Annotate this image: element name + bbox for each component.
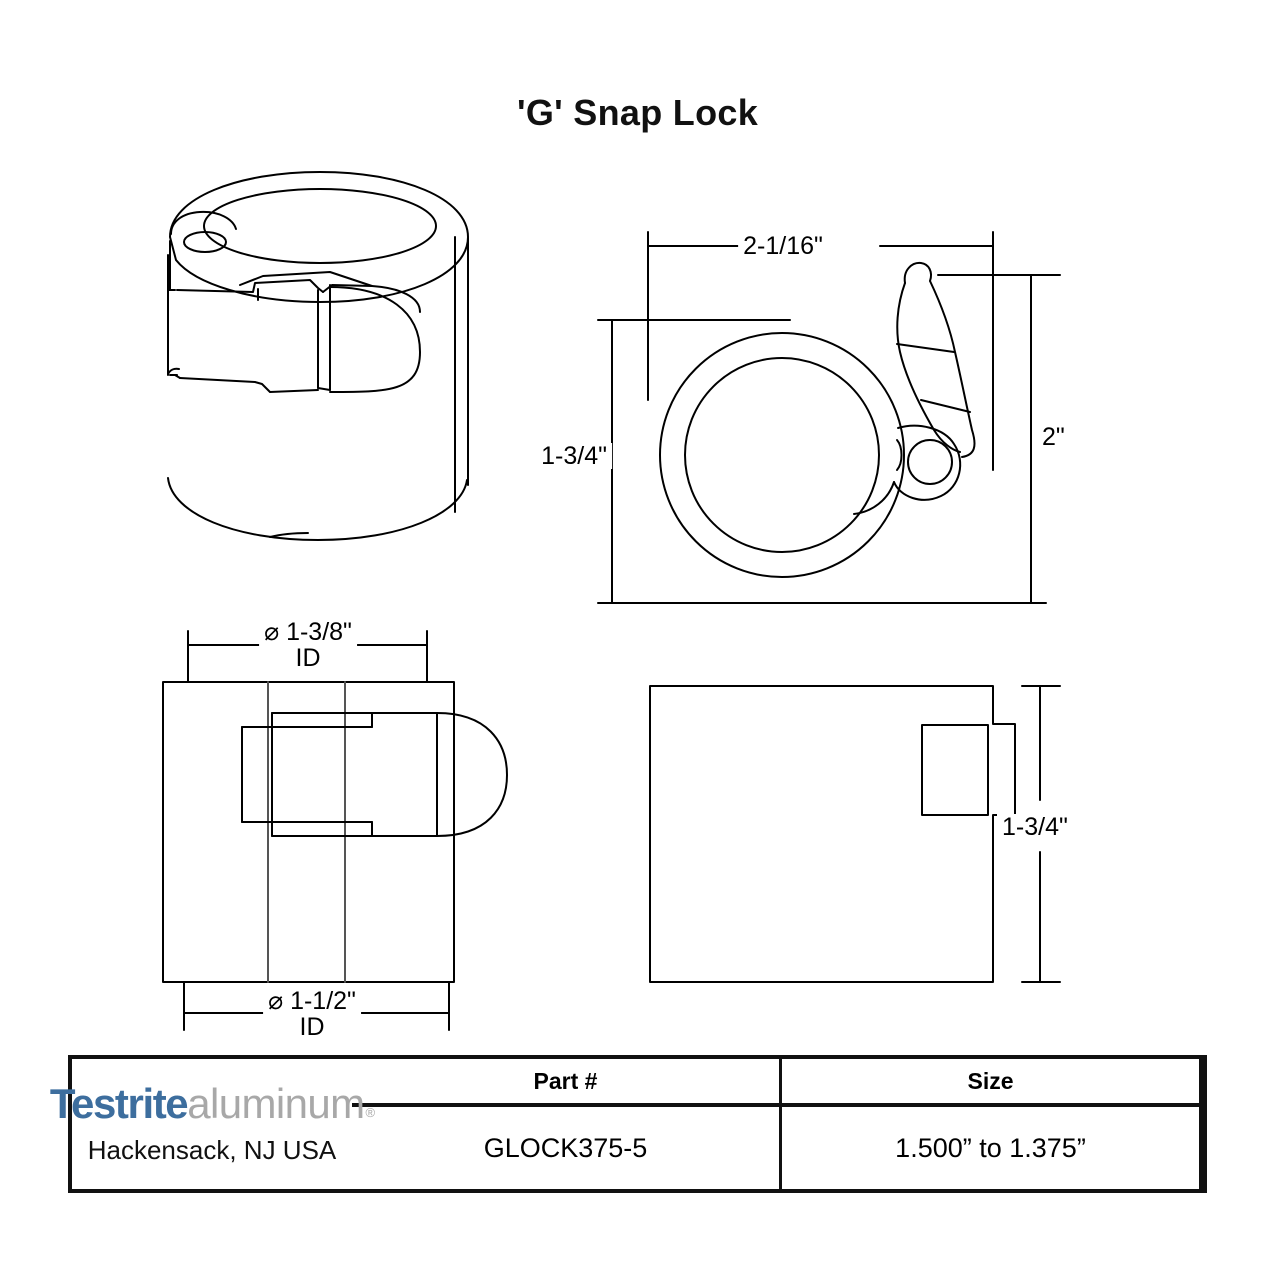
brand-cell: Testrite aluminum ® Hackensack, NJ USA bbox=[50, 1059, 375, 1189]
side-view-dimensions bbox=[1021, 685, 1061, 983]
brand-location: Hackensack, NJ USA bbox=[87, 1134, 337, 1165]
side-view bbox=[649, 685, 1016, 983]
registered-trademark-icon: ® bbox=[365, 1104, 376, 1120]
specification-table: Part # Size Testrite aluminum ® Hackensa… bbox=[50, 1055, 1207, 1193]
table-cell-size: 1.500” to 1.375” bbox=[782, 1107, 1203, 1189]
isometric-view bbox=[167, 171, 469, 541]
diameter-note-bottom: ID bbox=[299, 1013, 325, 1042]
top-view-dimensions bbox=[597, 231, 1061, 604]
dimension-label-top-height-right: 2" bbox=[1037, 424, 1070, 450]
table-header-size: Size bbox=[782, 1059, 1203, 1107]
table-header-part: Part # bbox=[352, 1059, 782, 1107]
diameter-value-bottom: ⌀ 1-1/2" bbox=[268, 987, 356, 1015]
dimension-label-side-height: 1-3/4" bbox=[997, 814, 1073, 840]
diameter-value-top: ⌀ 1-3/8" bbox=[264, 618, 352, 646]
front-view bbox=[162, 681, 508, 983]
dimension-label-top-height-left: 1-3/4" bbox=[536, 443, 612, 469]
top-view bbox=[659, 261, 976, 578]
testrite-aluminum-logo: Testrite aluminum ® bbox=[49, 1079, 376, 1127]
page-title: 'G' Snap Lock bbox=[516, 92, 759, 133]
dimension-label-top-width: 2-1/16" bbox=[738, 233, 828, 259]
dimension-label-front-bottom-diameter: ⌀ 1-1/2" ID bbox=[263, 988, 361, 1041]
brand-name-secondary: aluminum bbox=[187, 1079, 365, 1127]
table-cell-part-number: GLOCK375-5 bbox=[352, 1107, 782, 1189]
diameter-note-top: ID bbox=[295, 644, 321, 673]
brand-name-primary: Testrite bbox=[49, 1079, 189, 1127]
dimension-label-front-top-diameter: ⌀ 1-3/8" ID bbox=[259, 619, 357, 672]
front-view-dimensions bbox=[183, 630, 450, 1031]
